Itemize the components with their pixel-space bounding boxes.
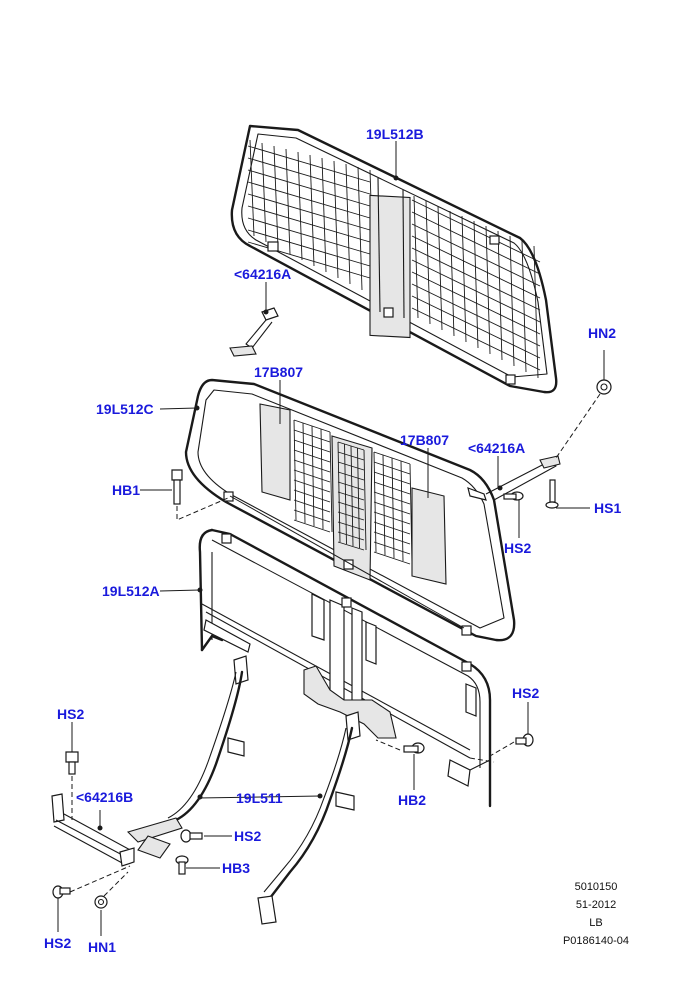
leg-left [126, 655, 249, 859]
callout-hb3: HB3 [222, 860, 250, 876]
nut-hn2 [555, 350, 612, 459]
meta-line-4: P0186140-04 [563, 935, 629, 947]
screw-hs2-left-lower [180, 829, 232, 843]
screw-hs2-mid [503, 491, 524, 538]
callout-hn2: HN2 [588, 325, 616, 341]
callout-17b807-right: 17B807 [400, 432, 449, 448]
bolt-hb1 [140, 469, 229, 521]
top-grille [230, 124, 558, 394]
callout-leaders [159, 141, 499, 592]
callout-64216a-upper: <64216A [234, 266, 291, 282]
meta-line-2: 51-2012 [576, 899, 616, 911]
callout-19l512b: 19L512B [366, 126, 424, 142]
meta-line-3: LB [589, 917, 602, 929]
callout-17b807-left: 17B807 [254, 364, 303, 380]
clip-lower-left [51, 793, 135, 867]
callout-19l512a: 19L512A [102, 583, 160, 599]
meta-line-1: 5010150 [575, 881, 618, 893]
middle-frame [184, 378, 516, 642]
screw-hs2-right [489, 702, 534, 757]
clip-right [467, 455, 561, 501]
leg-right [197, 711, 361, 925]
callout-hb2: HB2 [398, 792, 426, 808]
callout-64216b: <64216B [76, 789, 133, 805]
callout-64216a-right: <64216A [468, 440, 525, 456]
screw-hs2-left-top [65, 722, 79, 820]
screw-hs1 [545, 479, 590, 509]
callout-19l511: 19L511 [236, 790, 283, 806]
base-frame [197, 528, 495, 808]
callout-labels: 19L512B <64216A 17B807 17B807 19L512C <6… [44, 126, 621, 955]
callout-hn1: HN1 [88, 939, 116, 955]
callout-hs1: HS1 [594, 500, 621, 516]
callout-hs2-left-lower: HS2 [234, 828, 261, 844]
callout-hs2-mid: HS2 [504, 540, 531, 556]
callout-19l512c: 19L512C [96, 401, 154, 417]
bolt-hb3 [175, 855, 220, 875]
bolt-hb2 [375, 739, 425, 790]
callout-hs2-bottom: HS2 [44, 935, 71, 951]
clip-upper [229, 307, 279, 357]
screw-hs2-bottom [52, 865, 131, 932]
nut-hn1 [94, 871, 129, 936]
meta-block: 5010150 51-2012 LB P0186140-04 [563, 881, 629, 947]
callout-hb1: HB1 [112, 482, 140, 498]
callout-hs2-right: HS2 [512, 685, 539, 701]
callout-hs2-left-top: HS2 [57, 706, 84, 722]
